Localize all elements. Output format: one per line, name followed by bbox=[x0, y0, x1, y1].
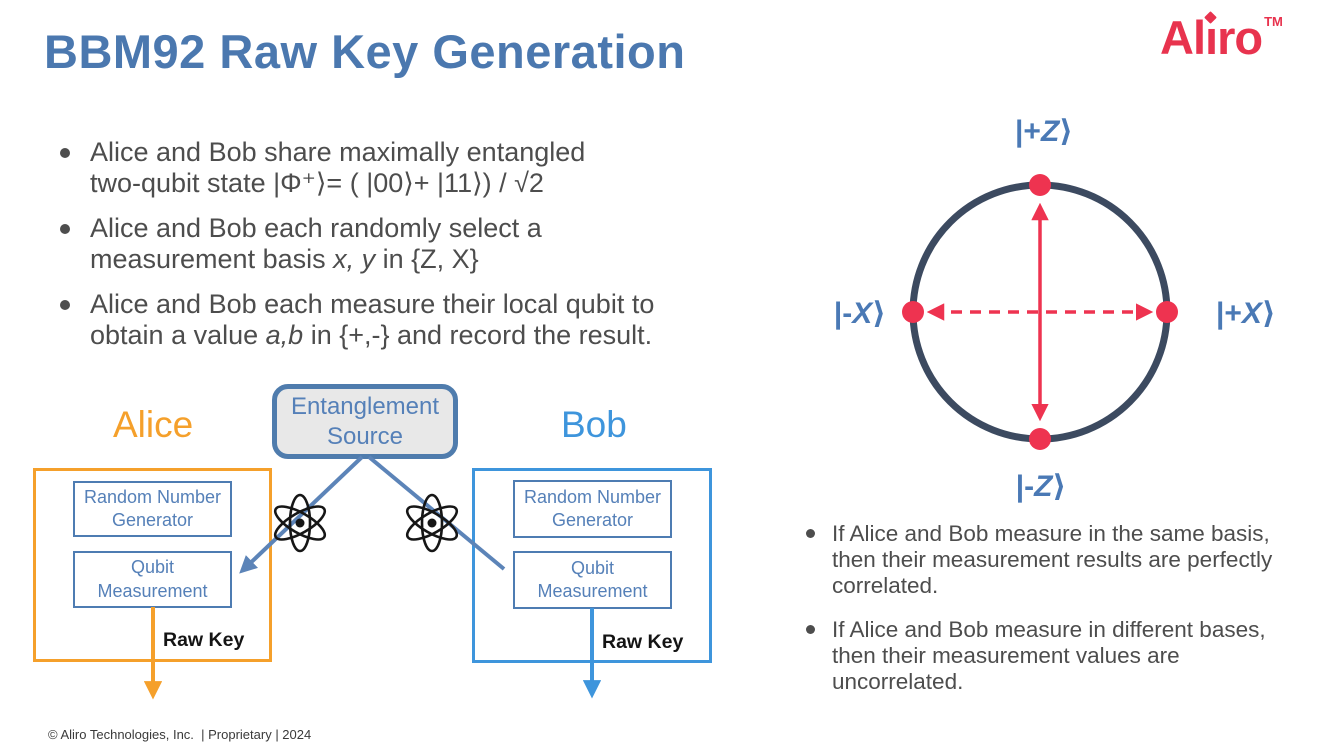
alice-qubit-measurement-box: Qubit Measurement bbox=[73, 551, 232, 608]
italic-variables: x, y bbox=[333, 244, 376, 274]
ket-close: ⟩ bbox=[1059, 115, 1073, 148]
ket-open: |- bbox=[833, 297, 853, 330]
page-title: BBM92 Raw Key Generation bbox=[44, 25, 686, 78]
text-segment: in {Z, X} bbox=[375, 244, 479, 274]
footer-copyright: © Aliro Technologies, Inc. | Proprietary… bbox=[48, 727, 312, 742]
bob-label: Bob bbox=[561, 404, 627, 445]
ket-open: |+ bbox=[1216, 297, 1242, 330]
logo-letter-i: ı bbox=[1204, 10, 1218, 65]
alice-label: Alice bbox=[113, 404, 194, 445]
bullet-line: measurement basis x, y in {Z, X} bbox=[90, 244, 542, 275]
measurement-basis-circle-diagram bbox=[902, 174, 1178, 450]
minus-x-label: |-X⟩ bbox=[818, 296, 886, 331]
bullet-line: Alice and Bob each randomly select a bbox=[90, 213, 542, 243]
minus-z-state-dot bbox=[1029, 428, 1051, 450]
basis-letter: X bbox=[1241, 297, 1262, 330]
logo-text-al: Al bbox=[1160, 11, 1206, 64]
bullet-line: obtain a value a,b in {+,-} and record t… bbox=[90, 320, 654, 351]
bullet-dot bbox=[60, 300, 70, 310]
bullet-line: Alice and Bob each measure their local q… bbox=[90, 289, 655, 319]
correlation-notes-list: If Alice and Bob measure in the same bas… bbox=[806, 521, 1284, 713]
state-circle bbox=[909, 181, 1171, 443]
ket-close: ⟩ bbox=[872, 297, 886, 330]
list-item: Alice and Bob each measure their local q… bbox=[57, 289, 717, 351]
list-item-text: If Alice and Bob measure in different ba… bbox=[832, 617, 1266, 694]
list-item: If Alice and Bob measure in different ba… bbox=[806, 617, 1284, 695]
list-item-text: If Alice and Bob measure in the same bas… bbox=[832, 521, 1273, 598]
list-item-text: Alice and Bob each measure their local q… bbox=[90, 289, 654, 351]
bullet-line: Alice and Bob share maximally entangled bbox=[90, 137, 586, 167]
plus-x-state-dot bbox=[1156, 301, 1178, 323]
list-item-text: Alice and Bob share maximally entangled … bbox=[90, 137, 585, 199]
plus-z-label: |+Z⟩ bbox=[1008, 114, 1080, 149]
bullet-dot bbox=[60, 224, 70, 234]
text-segment: measurement basis bbox=[90, 244, 334, 274]
bob-random-number-generator-box: Random Number Generator bbox=[513, 480, 672, 538]
ket-open: |+ bbox=[1015, 115, 1041, 148]
atom-icon bbox=[405, 493, 459, 553]
bullet-dot bbox=[806, 625, 815, 634]
ket-close: ⟩ bbox=[1052, 470, 1067, 503]
logo-trademark: TM bbox=[1264, 14, 1283, 29]
basis-letter: X bbox=[852, 297, 873, 330]
alice-raw-key-label: Raw Key bbox=[163, 629, 245, 651]
plus-z-state-dot bbox=[1029, 174, 1051, 196]
ket-open: |- bbox=[1015, 470, 1035, 503]
ket-close: ⟩ bbox=[1261, 297, 1276, 330]
plus-x-label: |+X⟩ bbox=[1216, 296, 1276, 331]
logo-i-stem: ı bbox=[1205, 11, 1218, 64]
italic-variables: a,b bbox=[265, 320, 304, 350]
minus-z-label: |-Z⟩ bbox=[1005, 469, 1077, 504]
minus-x-state-dot bbox=[902, 301, 924, 323]
entanglement-source-box: Entanglement Source bbox=[272, 384, 458, 459]
list-item: Alice and Bob share maximally entangled … bbox=[57, 137, 717, 199]
basis-letter: Z bbox=[1034, 470, 1053, 503]
text-segment: obtain a value bbox=[90, 320, 266, 350]
list-item-text: Alice and Bob each randomly select a mea… bbox=[90, 213, 542, 275]
logo-text-ro: ro bbox=[1217, 11, 1263, 64]
bullet-dot bbox=[806, 529, 815, 538]
alice-random-number-generator-box: Random Number Generator bbox=[73, 481, 232, 537]
key-points-list: Alice and Bob share maximally entangled … bbox=[57, 137, 717, 365]
list-item: Alice and Bob each randomly select a mea… bbox=[57, 213, 717, 275]
text-segment: in {+,-} and record the result. bbox=[303, 320, 653, 350]
bob-qubit-measurement-box: Qubit Measurement bbox=[513, 551, 672, 609]
bullet-line-formula: two-qubit state |Φ⁺⟩= ( |00⟩+ |11⟩) / √2 bbox=[90, 168, 544, 198]
list-item: If Alice and Bob measure in the same bas… bbox=[806, 521, 1284, 599]
bob-raw-key-label: Raw Key bbox=[602, 631, 684, 653]
basis-letter: Z bbox=[1040, 115, 1060, 148]
atom-icon bbox=[273, 493, 327, 553]
bullet-dot bbox=[60, 148, 70, 158]
